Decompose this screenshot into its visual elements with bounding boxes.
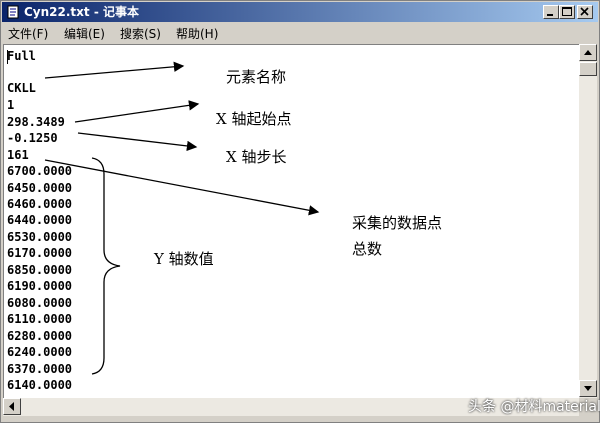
text-line: 298.3489: [7, 115, 65, 129]
annotation-total-points-line1: 采集的数据点: [352, 214, 443, 232]
arrow-up-icon: [584, 50, 592, 55]
minimize-icon: [547, 14, 553, 16]
arrow-element-name: [44, 61, 185, 79]
text-caret: [7, 50, 8, 64]
vertical-scrollbar[interactable]: [579, 44, 597, 398]
scroll-up-button[interactable]: [579, 44, 597, 61]
menu-help[interactable]: 帮助(H): [176, 27, 219, 41]
text-line: CKLL: [7, 81, 36, 95]
annotation-x-step: X 轴步长: [226, 148, 287, 166]
text-line: 6170.0000: [7, 246, 73, 260]
close-button[interactable]: [577, 5, 593, 19]
arrow-x-step: [77, 132, 198, 152]
arrow-left-icon: [9, 402, 14, 411]
horizontal-scrollbar[interactable]: [3, 398, 579, 416]
annotation-x-start: X 轴起始点: [216, 110, 292, 128]
annotation-total-points-line2: 总数: [352, 240, 383, 258]
arrow-x-start: [74, 100, 200, 123]
text-line: 1: [7, 98, 15, 112]
text-line: 6280.0000: [7, 329, 73, 343]
text-line: Full: [7, 49, 36, 63]
text-line: -0.1250: [7, 131, 58, 145]
annotation-y-values: Y 轴数值: [154, 250, 214, 268]
arrow-total-points: [44, 159, 320, 216]
scroll-thumb[interactable]: [579, 62, 597, 76]
scroll-down-button[interactable]: [579, 380, 597, 397]
window-title: Cyn22.txt - 记事本: [24, 5, 139, 19]
text-line: 6110.0000: [7, 312, 73, 326]
arrow-down-icon: [584, 386, 592, 391]
maximize-button[interactable]: [559, 5, 575, 19]
text-editor-area[interactable]: Full CKLL 1 298.3489 -0.1250 161 6700.00…: [3, 44, 579, 398]
text-line: 6450.0000: [7, 181, 73, 195]
annotation-element-name: 元素名称: [226, 68, 287, 86]
maximize-icon: [562, 7, 572, 16]
text-line: 6440.0000: [7, 213, 73, 227]
watermark: 头条 @材料material: [468, 399, 600, 415]
text-line: 6140.0000: [7, 378, 73, 392]
text-line: 6080.0000: [7, 296, 73, 310]
text-line: 6190.0000: [7, 279, 73, 293]
text-line: 161: [7, 148, 29, 162]
y-values-brace: [91, 157, 121, 375]
menu-search[interactable]: 搜索(S): [120, 27, 161, 41]
minimize-button[interactable]: [543, 5, 559, 19]
text-line: 6370.0000: [7, 362, 73, 376]
menu-edit[interactable]: 编辑(E): [64, 27, 105, 41]
menu-file[interactable]: 文件(F): [8, 27, 49, 41]
text-line: 6240.0000: [7, 345, 73, 359]
notepad-icon: [7, 5, 19, 19]
text-line: 6850.0000: [7, 263, 73, 277]
close-icon: [580, 7, 589, 16]
text-line: 6700.0000: [7, 164, 73, 178]
text-line: 6460.0000: [7, 197, 73, 211]
text-line: 6530.0000: [7, 230, 73, 244]
menu-bar: 文件(F) 编辑(E) 搜索(S) 帮助(H): [2, 23, 598, 43]
scroll-left-button[interactable]: [3, 398, 21, 415]
title-bar[interactable]: Cyn22.txt - 记事本: [2, 2, 598, 22]
